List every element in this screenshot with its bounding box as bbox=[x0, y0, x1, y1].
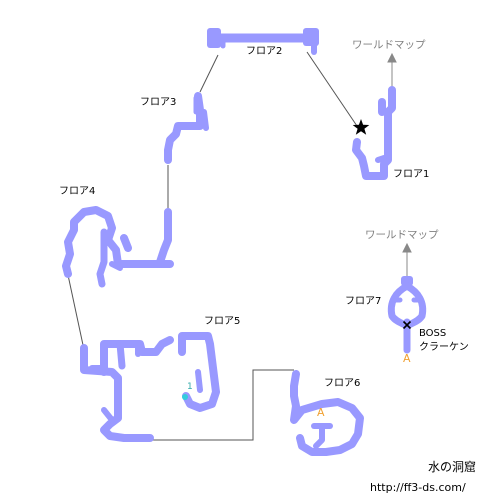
connector-f2-f1 bbox=[306, 51, 358, 127]
floor-3-path bbox=[164, 92, 209, 164]
floor-5-label: フロア5 bbox=[204, 316, 241, 327]
connector-f2-f3 bbox=[199, 54, 219, 93]
floor-4-label: フロア4 bbox=[59, 186, 96, 197]
dungeon-corridors bbox=[62, 28, 427, 456]
marker-a-f7: A bbox=[403, 352, 411, 365]
floor-5-path bbox=[80, 332, 220, 442]
floor-7-label: フロア7 bbox=[345, 296, 382, 307]
floor-1-label: フロア1 bbox=[393, 169, 430, 180]
floor-4-path bbox=[62, 206, 174, 288]
floor-6-path bbox=[290, 370, 364, 456]
marker-a-f6: A bbox=[317, 406, 325, 419]
floor-3-label: フロア3 bbox=[140, 97, 177, 108]
floor-connectors bbox=[67, 51, 358, 441]
floor-7-path bbox=[387, 276, 427, 354]
exit-arrowhead-f7 bbox=[402, 242, 412, 253]
point-1-label: 1 bbox=[187, 382, 193, 392]
exit-label-f1: ワールドマップ bbox=[352, 39, 426, 51]
point-1-dot bbox=[182, 394, 188, 400]
exit-label-f7: ワールドマップ bbox=[365, 229, 439, 241]
floor-6-label: フロア6 bbox=[324, 378, 361, 389]
star-marker bbox=[352, 119, 370, 135]
site-url: http://ff3-ds.com/ bbox=[370, 481, 466, 494]
connector-f5-f6 bbox=[153, 369, 294, 441]
connector-f4-f5 bbox=[67, 274, 84, 346]
floor-1-path bbox=[352, 86, 396, 180]
boss-name-label: クラーケン bbox=[419, 342, 469, 353]
boss-label: BOSS bbox=[419, 328, 447, 339]
floor-2-path bbox=[207, 28, 319, 55]
boss-marker-icon bbox=[402, 320, 412, 330]
exit-arrowhead-f1 bbox=[387, 52, 397, 63]
floor-2-label: フロア2 bbox=[246, 46, 283, 57]
exit-arrows bbox=[387, 52, 412, 276]
map-title: 水の洞窟 bbox=[428, 460, 477, 474]
